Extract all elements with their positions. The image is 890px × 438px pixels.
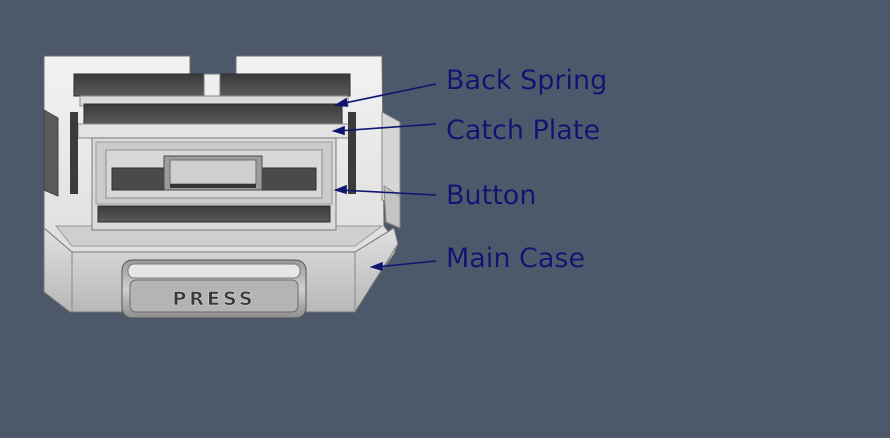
label-button: Button	[446, 180, 537, 211]
label-main-case: Main Case	[446, 243, 586, 274]
label-catch-plate: Catch Plate	[446, 115, 601, 146]
arrow-back-spring-icon	[333, 97, 348, 107]
press-tab: PRESS	[121, 259, 307, 319]
leader-catch-plate	[337, 123, 437, 132]
arrow-catch-plate-icon	[331, 125, 345, 136]
leader-lines	[331, 83, 437, 272]
arrow-button-icon	[333, 184, 347, 195]
button	[91, 137, 337, 231]
press-engraving: PRESS	[172, 288, 255, 310]
back-spring	[73, 73, 351, 107]
leader-back-spring	[339, 83, 437, 105]
catch-plate	[70, 103, 356, 194]
leader-button	[339, 189, 437, 196]
leader-main-case	[375, 260, 437, 268]
arrow-main-case-icon	[369, 261, 383, 272]
label-back-spring: Back Spring	[446, 65, 608, 96]
